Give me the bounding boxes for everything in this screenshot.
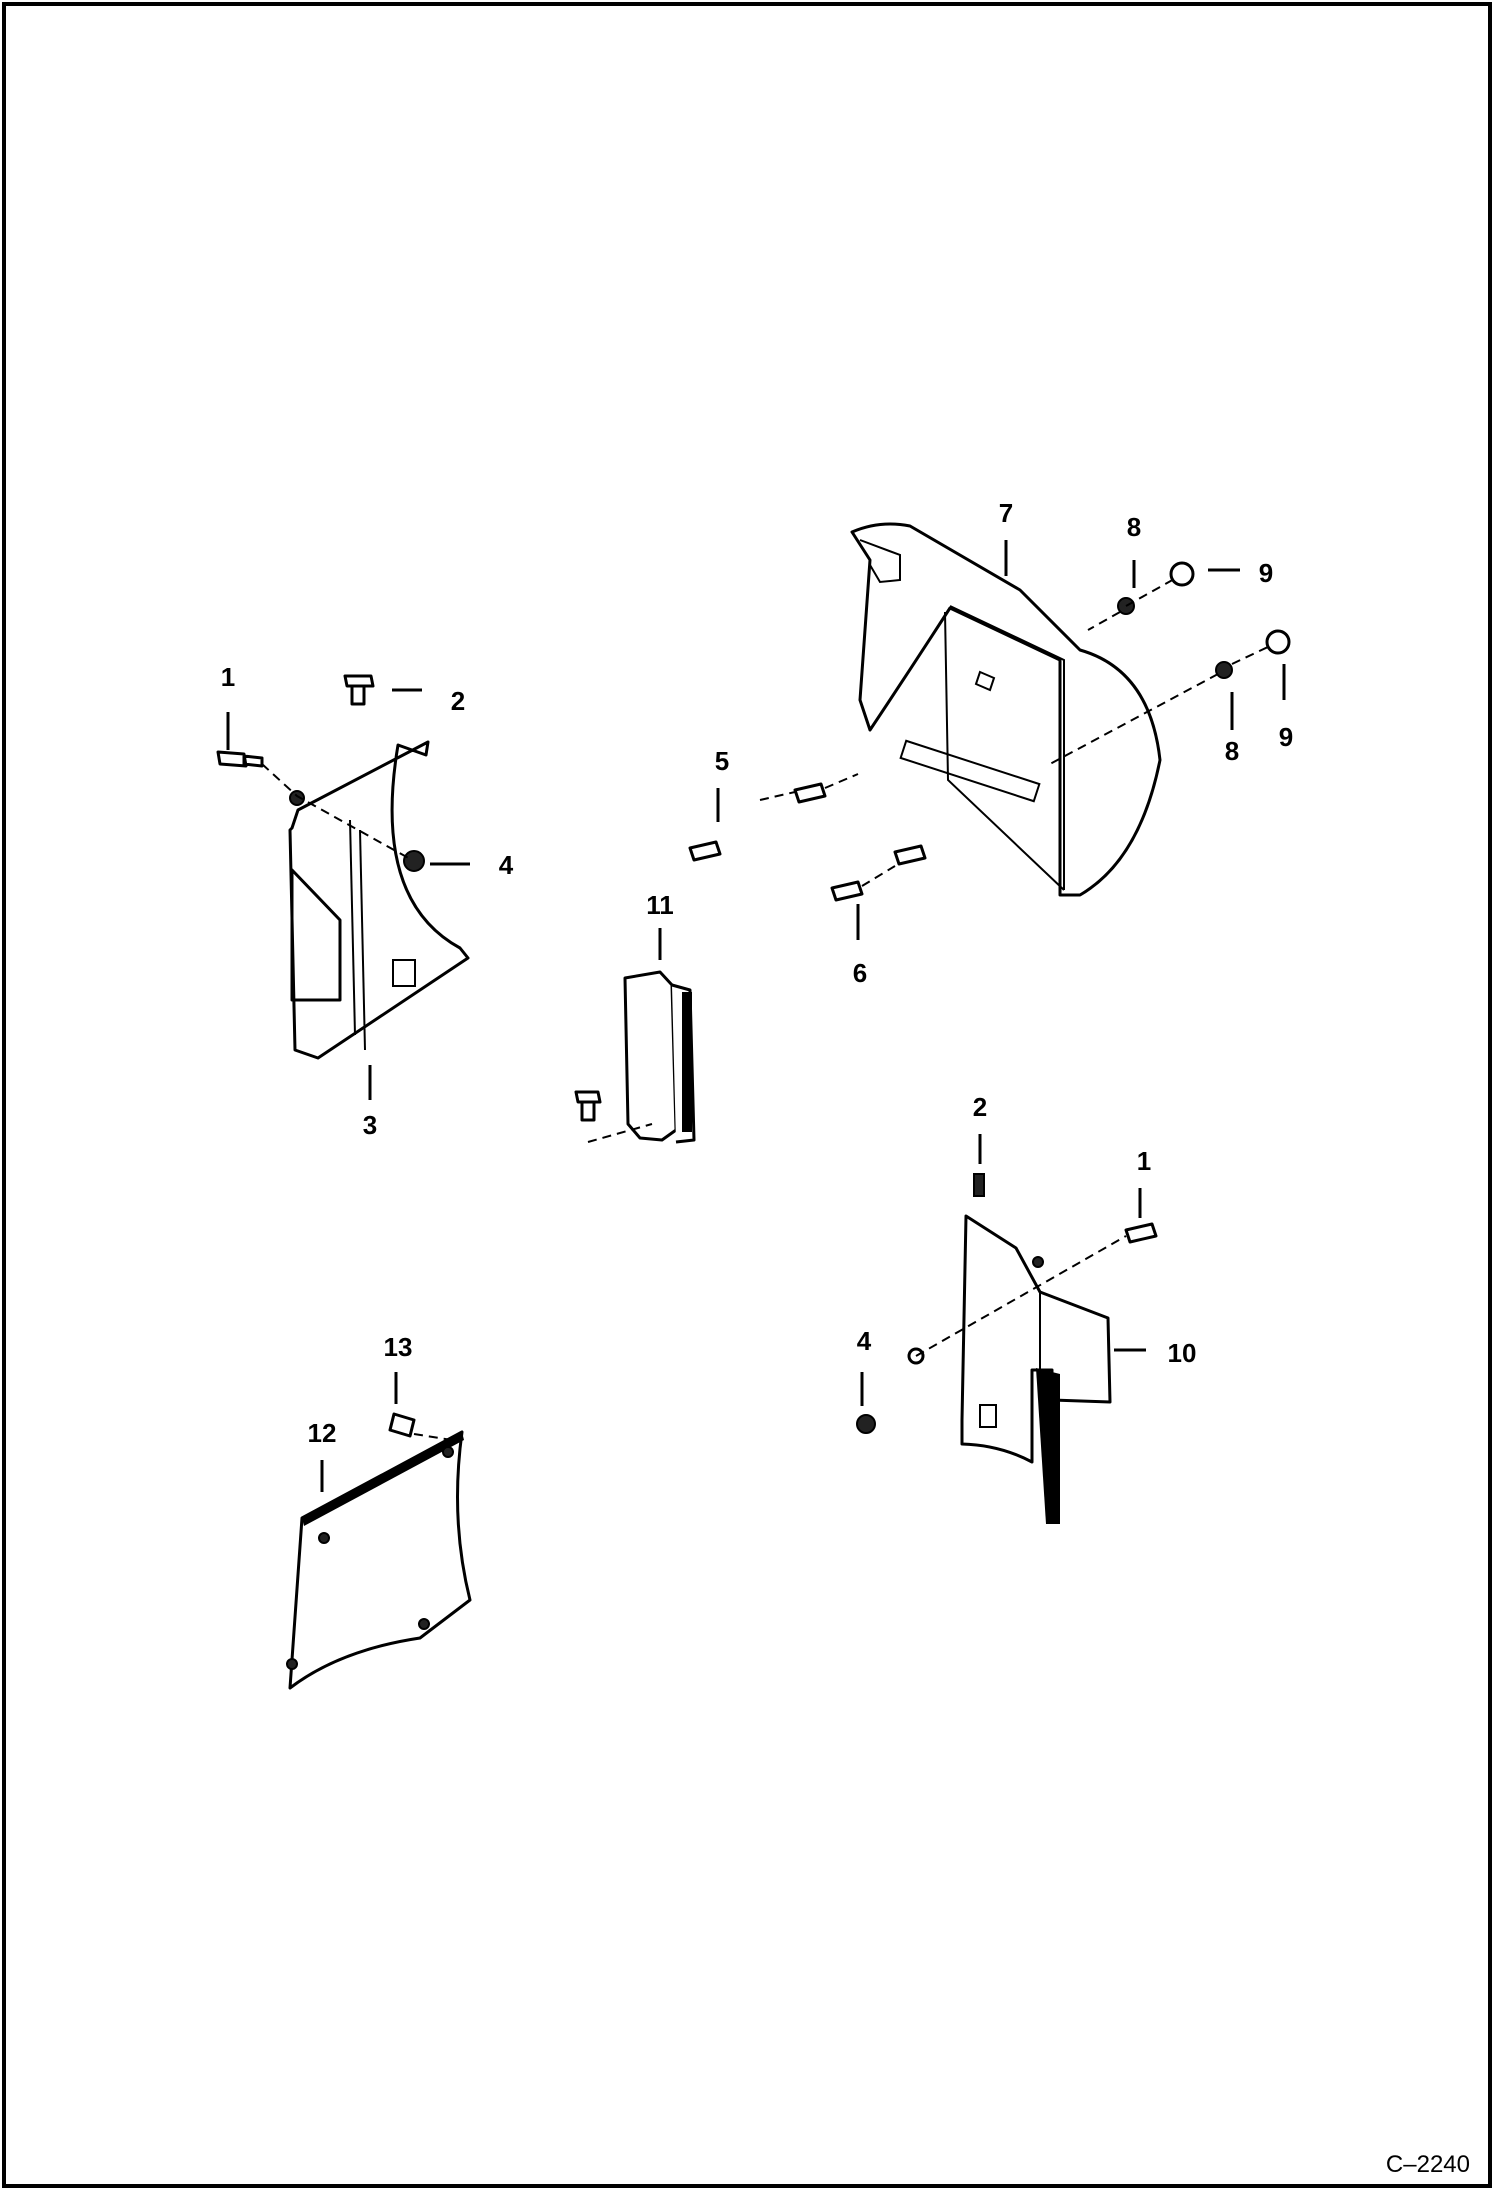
figure-id-label: C–2240 — [1386, 2151, 1470, 2178]
callout-6: 6 — [853, 958, 867, 988]
left-shield-rib — [359, 829, 366, 1051]
cover-slot — [899, 739, 1041, 803]
callout-5: 5 — [715, 746, 729, 776]
callout-12: 12 — [308, 1418, 337, 1448]
callout-2-left: 2 — [451, 686, 465, 716]
cover-mount-boss — [974, 670, 996, 692]
part-11-assembly: 11 — [574, 890, 696, 1144]
stud-5[interactable] — [688, 840, 722, 862]
washer-left[interactable] — [289, 790, 305, 806]
left-shield-slot — [392, 959, 416, 987]
stud-6-upper[interactable] — [893, 844, 927, 866]
nut-4-left[interactable] — [403, 850, 425, 872]
callout-1-left: 1 — [221, 662, 235, 692]
callout-4-right: 4 — [857, 1326, 872, 1356]
chain-cover-part[interactable] — [850, 522, 1162, 897]
callout-4-left: 4 — [499, 850, 514, 880]
callout-2-right: 2 — [973, 1092, 987, 1122]
bolt-2-left[interactable] — [343, 674, 375, 706]
part-12-assembly: 13 12 — [286, 1332, 472, 1690]
bolt-2-right[interactable] — [973, 1173, 985, 1197]
bolt-1-right[interactable] — [1124, 1222, 1158, 1244]
callout-13: 13 — [384, 1332, 413, 1362]
callout-9-top: 9 — [1259, 558, 1273, 588]
nut-4-right[interactable] — [856, 1414, 876, 1434]
chain-cover-assembly: 7 8 9 8 9 5 6 — [688, 498, 1293, 988]
left-shield-part[interactable] — [288, 740, 470, 1060]
right-shield-assembly: 2 1 4 10 — [856, 1092, 1197, 1524]
washer-8-right[interactable] — [1215, 661, 1233, 679]
right-shield-part[interactable] — [960, 1214, 1112, 1464]
callout-9-right: 9 — [1279, 722, 1293, 752]
nut-9-right[interactable] — [1265, 629, 1291, 655]
callout-10: 10 — [1168, 1338, 1197, 1368]
callout-8-top: 8 — [1127, 512, 1141, 542]
bolt-1-left[interactable] — [216, 750, 264, 768]
part-11-bracket[interactable] — [623, 970, 678, 1142]
screw-13[interactable] — [388, 1412, 416, 1438]
callout-1-right: 1 — [1137, 1146, 1151, 1176]
callout-3: 3 — [363, 1110, 377, 1140]
stud-upper[interactable] — [793, 782, 827, 804]
stud-6[interactable] — [830, 880, 864, 902]
right-shield-slot — [979, 1404, 997, 1428]
bolt-11[interactable] — [574, 1090, 602, 1122]
left-shield-assembly: 1 2 4 3 — [216, 662, 514, 1140]
callout-11: 11 — [646, 890, 674, 920]
callout-7: 7 — [999, 498, 1013, 528]
nut-9-top[interactable] — [1169, 561, 1195, 587]
callout-8-right: 8 — [1225, 736, 1239, 766]
part-12-plate[interactable] — [288, 1430, 472, 1690]
